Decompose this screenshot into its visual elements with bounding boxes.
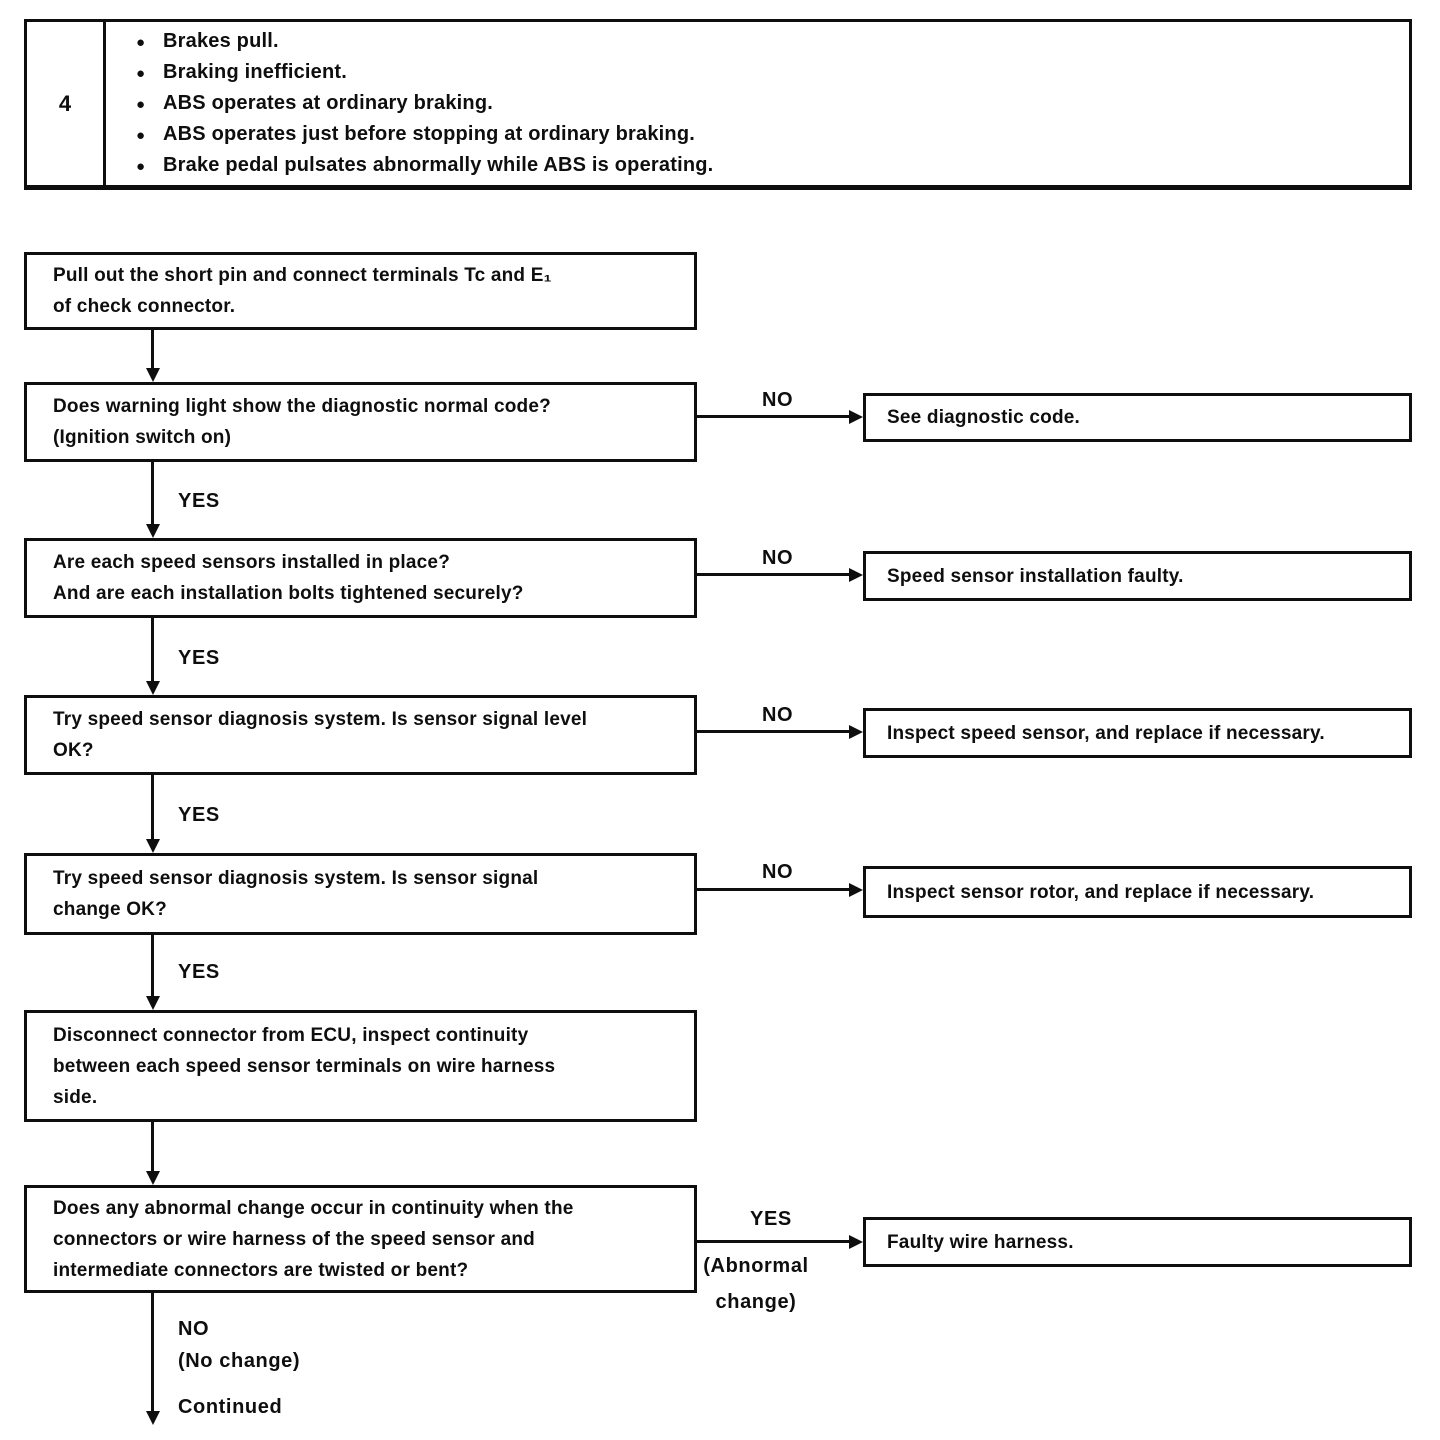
branch-label-no: NO [178, 1318, 210, 1340]
symptom-item: ● ABS operates just before stopping at or… [136, 123, 1409, 154]
symptom-text: Brakes pull. [163, 30, 279, 52]
text-line: And are each installation bolts tightene… [53, 583, 524, 604]
text-line: Try speed sensor diagnosis system. Is se… [53, 868, 539, 889]
text-line: Disconnect connector from ECU, inspect c… [53, 1024, 529, 1046]
bullet-icon: ● [136, 96, 146, 113]
text-line: side. [53, 1086, 98, 1108]
text-line: connectors or wire harness of the speed … [53, 1228, 535, 1250]
arrowhead-right-icon [849, 410, 863, 424]
flow-step-signal-level: Try speed sensor diagnosis system. Is se… [24, 695, 697, 775]
flow-step-twist-harness: Does any abnormal change occur in contin… [24, 1185, 697, 1293]
text-line: Pull out the short pin and connect termi… [53, 265, 552, 286]
symptom-text: ABS operates at ordinary braking. [163, 92, 494, 114]
flow-step-warning-light-code: Does warning light show the diagnostic n… [24, 382, 697, 462]
connector-step1-step2 [151, 330, 154, 368]
text-line: (Ignition switch on) [53, 427, 232, 448]
connector-step4-step5 [151, 775, 154, 839]
text-line: OK? [53, 740, 94, 761]
bullet-icon: ● [136, 34, 146, 51]
result-text: Faulty wire harness. [887, 1231, 1074, 1253]
connector-step2-result1 [697, 415, 849, 418]
branch-label-yes: YES [178, 804, 220, 826]
connector-step3-step4 [151, 618, 154, 681]
arrowhead-right-icon [849, 1235, 863, 1249]
flow-result-faulty-wire-harness: Faulty wire harness. [863, 1217, 1412, 1267]
connector-step5-step6 [151, 935, 154, 996]
flow-step-pull-short-pin: Pull out the short pin and connect termi… [24, 252, 697, 330]
result-text: Speed sensor installation faulty. [887, 565, 1184, 587]
branch-label-abnormal-change: (Abnormal change) [690, 1248, 822, 1320]
flow-result-installation-faulty: Speed sensor installation faulty. [863, 551, 1412, 601]
symptom-item: ● Brakes pull. [136, 30, 1409, 61]
text-line: Does any abnormal change occur in contin… [53, 1197, 574, 1219]
connector-step4-result3 [697, 730, 849, 733]
text-line: between each speed sensor terminals on w… [53, 1055, 556, 1077]
bullet-icon: ● [136, 127, 146, 144]
arrowhead-down-icon [146, 1411, 160, 1425]
symptom-item: ● Brake pedal pulsates abnormally while A… [136, 154, 1409, 185]
connector-step6-step7 [151, 1122, 154, 1171]
arrowhead-right-icon [849, 725, 863, 739]
symptom-row-number: 4 [27, 22, 106, 185]
flow-step-sensors-installed: Are each speed sensors installed in plac… [24, 538, 697, 618]
branch-label-no: NO [762, 389, 794, 411]
symptom-item: ● ABS operates at ordinary braking. [136, 92, 1409, 123]
connector-step5-result4 [697, 888, 849, 891]
branch-label-no: NO [762, 704, 794, 726]
text-line: change) [715, 1291, 797, 1313]
arrowhead-down-icon [146, 524, 160, 538]
branch-label-yes: YES [178, 490, 220, 512]
branch-label-no-change: (No change) [178, 1350, 301, 1372]
result-text: Inspect sensor rotor, and replace if nec… [887, 881, 1315, 903]
branch-label-no: NO [762, 547, 794, 569]
arrowhead-right-icon [849, 568, 863, 582]
result-text: See diagnostic code. [887, 407, 1080, 428]
arrowhead-down-icon [146, 996, 160, 1010]
symptom-text: ABS operates just before stopping at ord… [163, 123, 695, 145]
connector-step3-result2 [697, 573, 849, 576]
connector-step2-step3 [151, 462, 154, 524]
symptom-item: ● Braking inefficient. [136, 61, 1409, 92]
symptom-text: Brake pedal pulsates abnormally while AB… [163, 154, 714, 176]
flow-step-signal-change: Try speed sensor diagnosis system. Is se… [24, 853, 697, 935]
text-line: Are each speed sensors installed in plac… [53, 552, 450, 573]
connector-step7-continued [151, 1293, 154, 1411]
continued-label: Continued [178, 1396, 283, 1418]
arrowhead-down-icon [146, 1171, 160, 1185]
branch-label-yes: YES [178, 961, 220, 983]
flow-result-see-diagnostic-code: See diagnostic code. [863, 393, 1412, 442]
branch-label-no: NO [762, 861, 794, 883]
text-line: change OK? [53, 899, 167, 920]
text-line: intermediate connectors are twisted or b… [53, 1259, 469, 1281]
symptom-list: ● Brakes pull. ● Braking inefficient. ● ABS… [106, 22, 1409, 185]
bullet-icon: ● [136, 65, 146, 82]
branch-label-yes: YES [750, 1208, 792, 1230]
arrowhead-down-icon [146, 839, 160, 853]
flow-result-inspect-sensor-rotor: Inspect sensor rotor, and replace if nec… [863, 866, 1412, 918]
symptom-table: 4 ● Brakes pull. ● Braking inefficient. ● A… [24, 19, 1412, 190]
flow-step-disconnect-ecu: Disconnect connector from ECU, inspect c… [24, 1010, 697, 1122]
text-line: (Abnormal [703, 1255, 809, 1277]
result-text: Inspect speed sensor, and replace if nec… [887, 722, 1325, 744]
bullet-icon: ● [136, 158, 146, 175]
connector-step7-result5 [697, 1240, 849, 1243]
arrowhead-right-icon [849, 883, 863, 897]
flow-result-inspect-speed-sensor: Inspect speed sensor, and replace if nec… [863, 708, 1412, 758]
text-line: of check connector. [53, 296, 236, 317]
text-line: Does warning light show the diagnostic n… [53, 396, 551, 417]
branch-label-yes: YES [178, 647, 220, 669]
text-line: Try speed sensor diagnosis system. Is se… [53, 709, 588, 730]
arrowhead-down-icon [146, 368, 160, 382]
symptom-text: Braking inefficient. [163, 61, 348, 83]
arrowhead-down-icon [146, 681, 160, 695]
